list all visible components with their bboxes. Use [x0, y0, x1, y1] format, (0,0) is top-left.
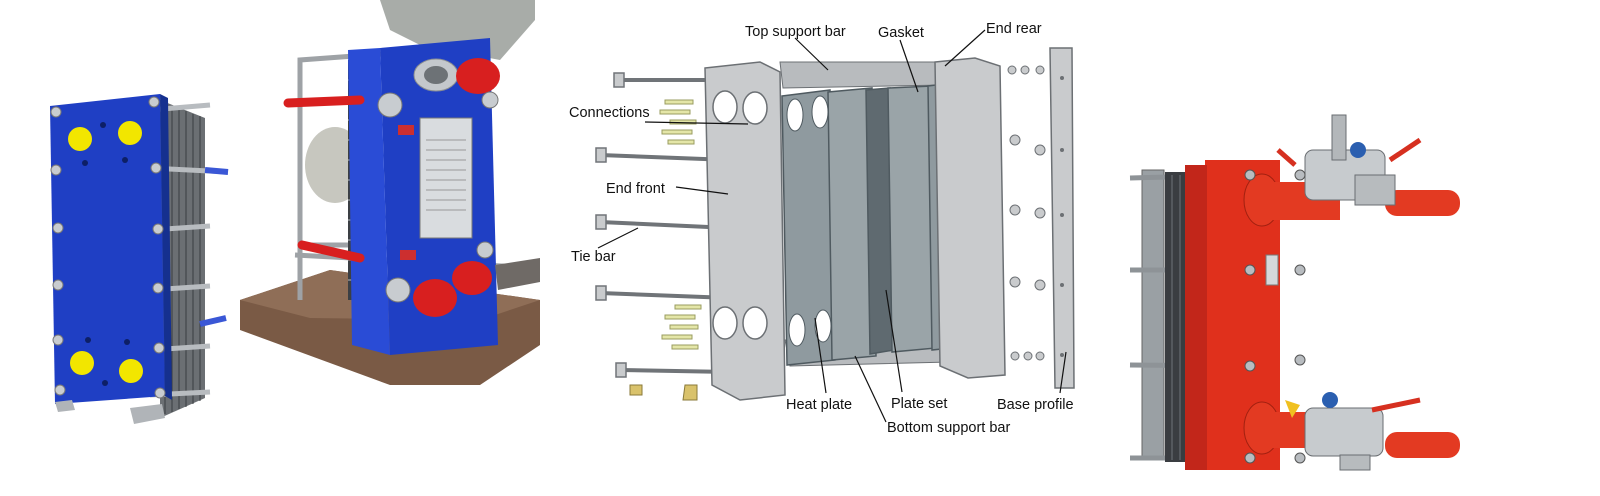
leader-lines	[597, 29, 1067, 423]
label-connections: Connections	[569, 105, 650, 121]
label-top-support-bar: Top support bar	[745, 24, 846, 40]
label-plate-set: Plate set	[891, 396, 947, 412]
top-outlet-pipe	[1385, 190, 1460, 216]
tie-bar-nuts	[1244, 169, 1306, 464]
bottom-outlet-pipe	[1385, 432, 1460, 458]
top-support-bar	[779, 61, 946, 89]
top-valve-assembly	[1276, 114, 1422, 206]
label-gasket: Gasket	[878, 25, 924, 41]
photo-blue-heat-exchanger-small	[0, 0, 240, 496]
tie-bar-nuts	[377, 91, 499, 303]
photo-blue-heat-exchanger-pallet	[240, 0, 540, 400]
label-heat-plate: Heat plate	[786, 397, 852, 413]
base-profile	[1049, 47, 1075, 389]
label-tie-bar: Tie bar	[571, 249, 616, 265]
photo-red-heat-exchanger	[1120, 0, 1600, 496]
label-end-rear: End rear	[986, 21, 1042, 37]
outlet-pipe	[495, 258, 540, 290]
tie-bar-nuts	[50, 96, 166, 399]
label-base-profile: Base profile	[997, 397, 1074, 413]
port-caps	[413, 58, 500, 317]
connection-fasteners	[659, 99, 702, 350]
label-end-front: End front	[606, 181, 665, 197]
rear-frame	[1141, 169, 1165, 461]
label-bottom-support-bar: Bottom support bar	[887, 420, 1010, 436]
plate-pack	[160, 100, 205, 418]
exploded-diagram: Top support bar Gasket End rear Connecti…	[555, 0, 1115, 496]
rear-nuts	[1007, 65, 1046, 361]
end-rear-plate	[934, 57, 1006, 379]
background-equipment	[380, 0, 535, 60]
bottom-valve-assembly	[1285, 392, 1421, 471]
name-plate	[419, 117, 473, 239]
port-caps	[68, 121, 143, 383]
red-handles	[283, 95, 365, 263]
front-plate	[50, 94, 165, 404]
